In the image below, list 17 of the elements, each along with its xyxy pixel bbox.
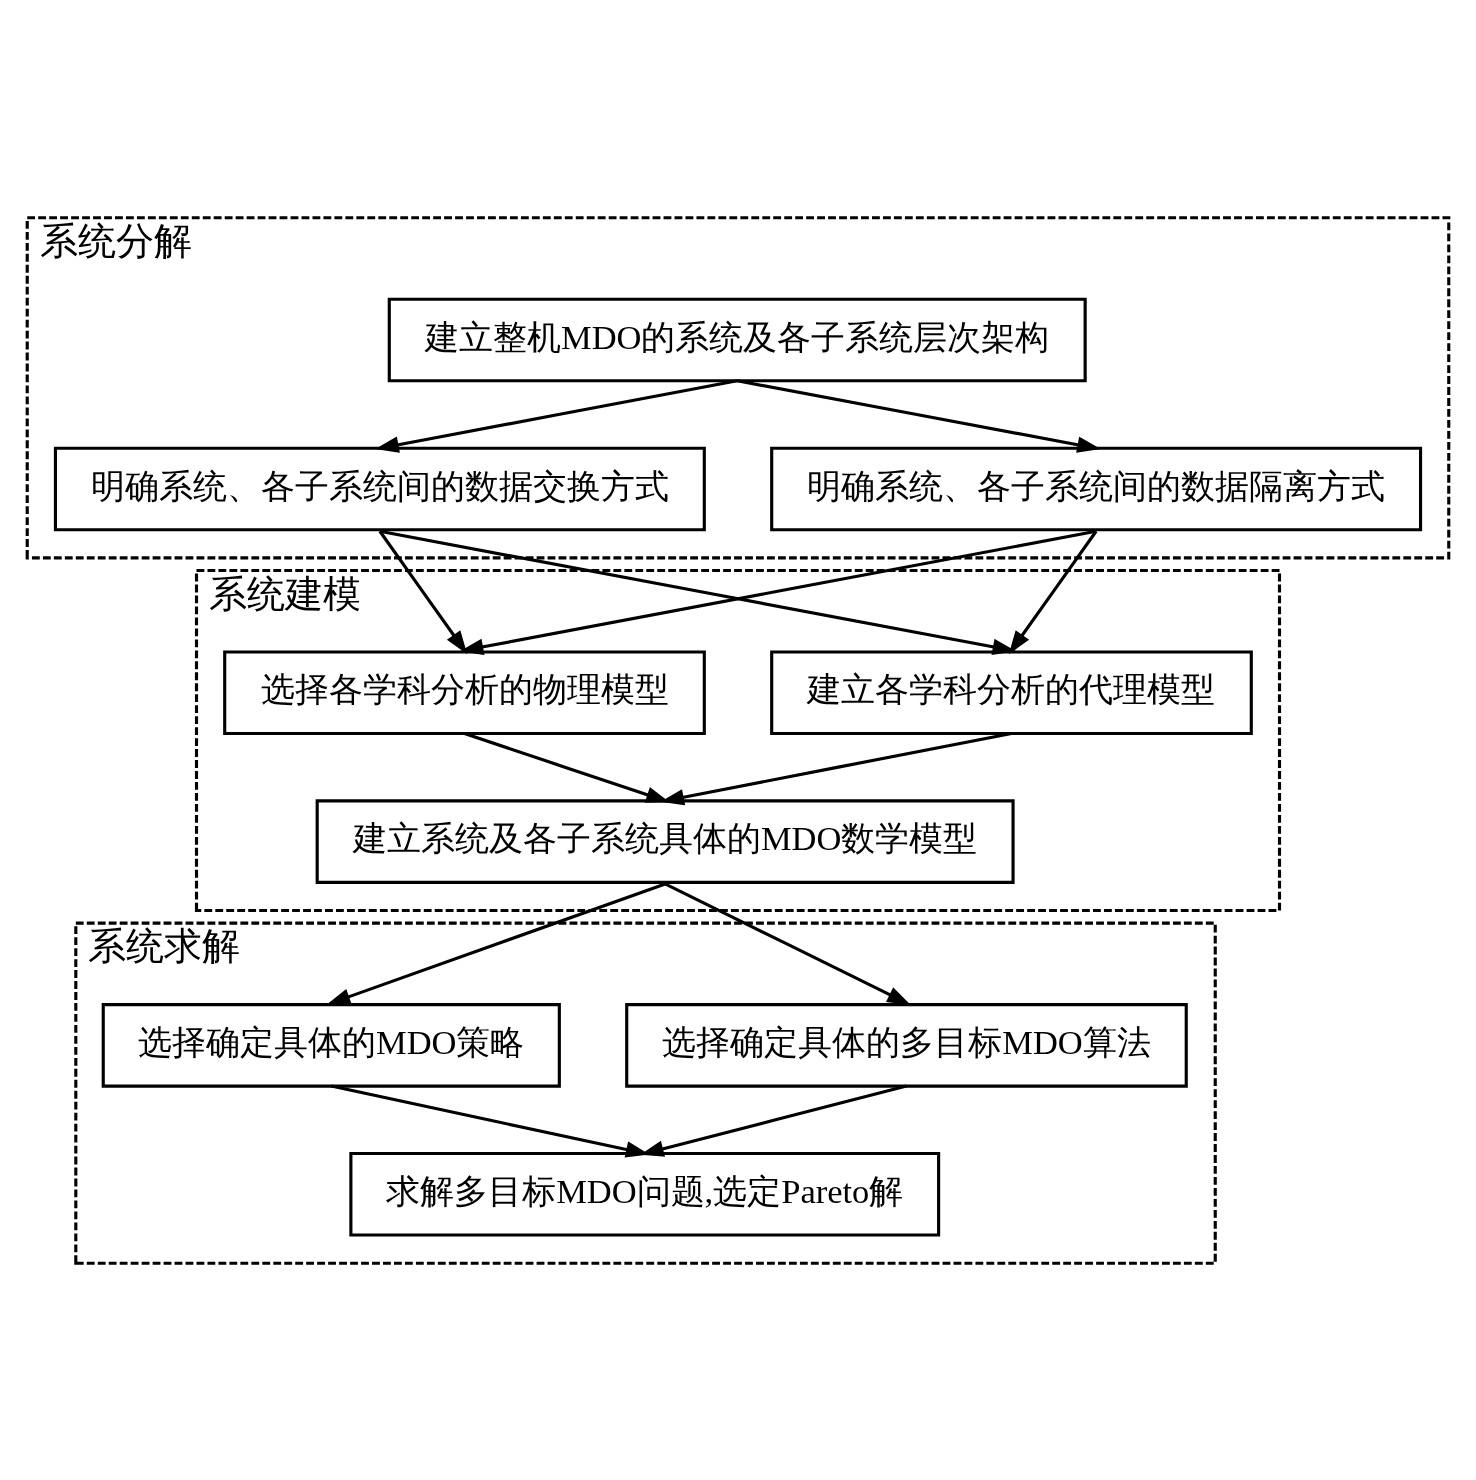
node-box: 明确系统、各子系统间的数据隔离方式	[770, 446, 1423, 531]
arrow	[378, 529, 468, 654]
arrow	[664, 882, 911, 1005]
arrow	[326, 881, 666, 1005]
arrow	[1008, 529, 1098, 654]
arrow	[379, 529, 1017, 655]
node-box: 选择确定具体的MDO策略	[101, 1002, 561, 1088]
node-box: 建立各学科分析的代理模型	[770, 649, 1253, 735]
arrow	[375, 378, 738, 453]
node-box: 建立系统及各子系统具体的MDO数学模型	[315, 798, 1015, 884]
node-box: 选择确定具体的多目标MDO算法	[625, 1002, 1188, 1088]
node-box: 求解多目标MDO问题,选定Pareto解	[349, 1151, 941, 1237]
node-box: 选择各学科分析的物理模型	[223, 649, 706, 735]
node-box: 建立整机MDO的系统及各子系统层次架构	[387, 297, 1087, 382]
node-box: 明确系统、各子系统间的数据交换方式	[53, 446, 706, 531]
arrow	[459, 529, 1097, 655]
arrow	[736, 378, 1101, 453]
